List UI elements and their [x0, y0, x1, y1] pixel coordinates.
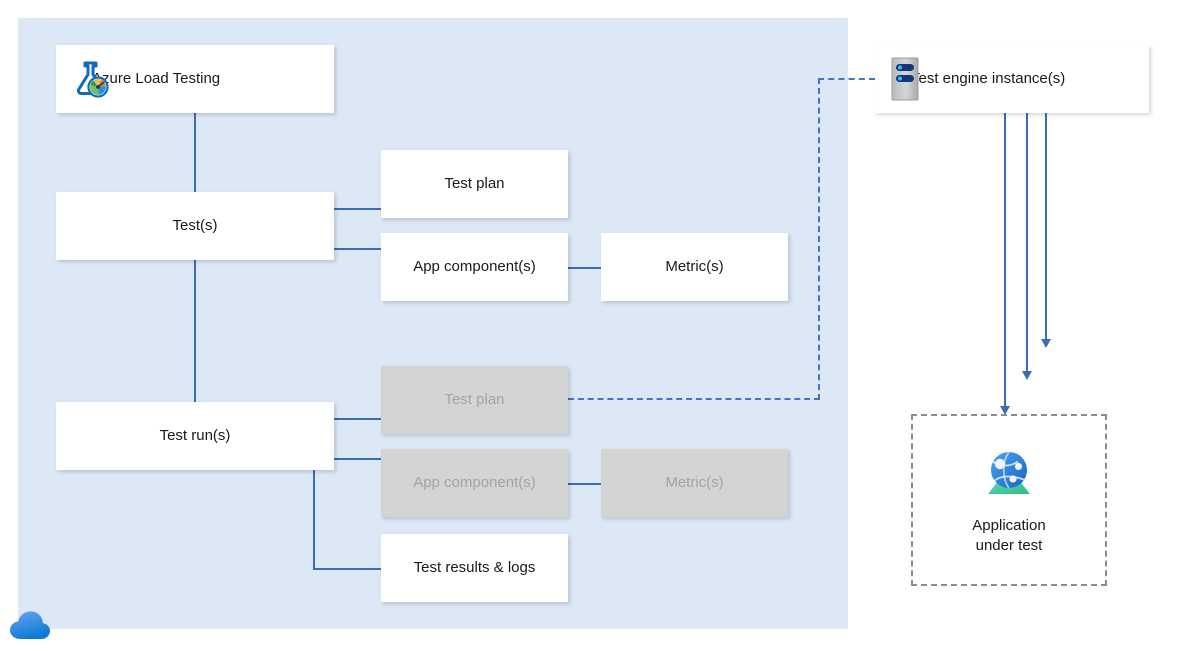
- engine-arrow-3-line: [1045, 113, 1047, 341]
- node-test-plan[interactable]: Test plan: [381, 150, 568, 218]
- node-label-test-results-logs: Test results & logs: [413, 558, 536, 576]
- node-tests[interactable]: Test(s): [56, 192, 334, 260]
- app-label-line-2: under test: [975, 537, 1043, 554]
- server-icon: [891, 57, 919, 101]
- dashed-connector-testplan-horizontal: [568, 398, 820, 400]
- node-metrics-run[interactable]: Metric(s): [601, 449, 788, 517]
- engine-arrow-2-line: [1026, 113, 1028, 373]
- connector-testruns-to-testplan-run: [333, 418, 381, 420]
- node-label-test-plan-run: Test plan: [444, 390, 505, 408]
- node-label-application-under-test: Application under test: [972, 516, 1045, 557]
- connector-tests-to-testplan: [333, 208, 381, 210]
- node-metrics[interactable]: Metric(s): [601, 233, 788, 301]
- engine-arrow-3-head: [1041, 339, 1051, 348]
- node-label-test-engine-instances: Test engine instance(s): [911, 69, 1066, 87]
- node-application-under-test[interactable]: Application under test: [911, 414, 1107, 586]
- node-app-components-run[interactable]: App component(s): [381, 449, 568, 517]
- connector-testruns-to-results: [313, 568, 381, 570]
- engine-arrow-2-head: [1022, 371, 1032, 380]
- globe-app-icon: [980, 444, 1038, 502]
- engine-arrow-1-head: [1000, 406, 1010, 415]
- flask-gauge-icon: [70, 59, 110, 99]
- node-label-metrics-run: Metric(s): [665, 473, 724, 491]
- node-label-app-components: App component(s): [413, 257, 536, 275]
- node-test-runs[interactable]: Test run(s): [56, 402, 334, 470]
- connector-tests-to-appcomponents: [333, 248, 381, 250]
- node-app-components[interactable]: App component(s): [381, 233, 568, 301]
- node-label-azure-load-testing: Azure Load Testing: [92, 69, 221, 87]
- node-label-tests: Test(s): [172, 216, 218, 234]
- connector-appcomponents-run-to-metrics-run: [568, 483, 601, 485]
- node-label-test-plan: Test plan: [444, 174, 505, 192]
- node-test-results-logs[interactable]: Test results & logs: [381, 534, 568, 602]
- node-label-app-components-run: App component(s): [413, 473, 536, 491]
- application-panel: [848, 343, 1199, 651]
- connector-testruns-elbow-vertical: [313, 470, 315, 570]
- engine-arrow-1-line: [1004, 113, 1006, 408]
- azure-service-panel: [18, 18, 848, 629]
- node-label-test-runs: Test run(s): [159, 426, 231, 444]
- dashed-connector-vertical: [818, 78, 820, 400]
- node-azure-load-testing[interactable]: Azure Load Testing: [56, 45, 334, 113]
- connector-service-to-tests: [194, 113, 196, 418]
- node-label-metrics: Metric(s): [665, 257, 724, 275]
- azure-cloud-icon: [8, 608, 52, 642]
- dashed-connector-to-engine: [818, 78, 875, 80]
- connector-appcomponents-to-metrics: [568, 267, 601, 269]
- node-test-plan-run[interactable]: Test plan: [381, 366, 568, 434]
- node-test-engine-instances[interactable]: Test engine instance(s): [875, 45, 1149, 113]
- app-label-line-1: Application: [972, 516, 1046, 534]
- connector-testruns-to-appcomponents-run: [333, 458, 381, 460]
